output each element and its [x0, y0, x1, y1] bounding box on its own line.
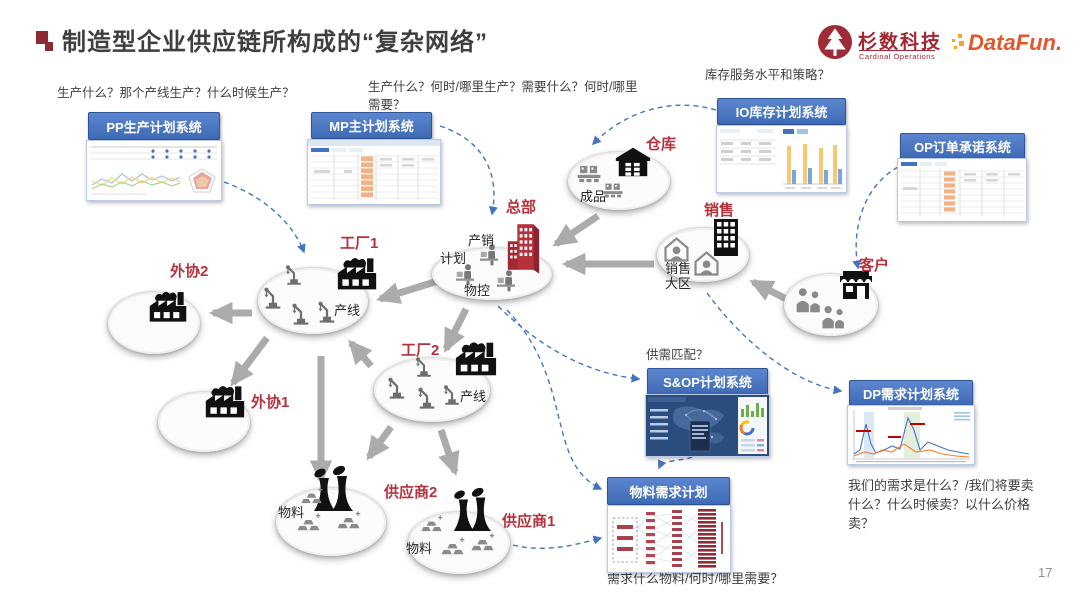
- arrow-factory1-to-outsource1: [230, 335, 270, 387]
- planner-desk-icon: [494, 268, 518, 292]
- system-box-op: OP订单承诺系统: [900, 133, 1025, 159]
- hq-inner-label-1: 产销: [468, 233, 495, 248]
- mrp-screenshot: [607, 505, 731, 573]
- sales-inner-label-2: 大区: [665, 276, 692, 291]
- arrow-factory2-to-supplier1: [437, 428, 460, 476]
- factory-icon: [336, 254, 378, 292]
- mp-screenshot: [307, 139, 441, 205]
- note-pp: 生产什么？那个产线生产？什么时候生产？: [57, 86, 295, 100]
- label-sales: 销售: [704, 202, 735, 219]
- system-box-dp: DP需求计划系统: [849, 380, 973, 406]
- factory1-inner-label: 产线: [334, 303, 361, 318]
- supplier1-inner-label: 物料: [406, 541, 433, 556]
- connector-mp-to-hq: [439, 125, 498, 216]
- label-supplier2: 供应商2: [384, 484, 438, 501]
- node-outsource2: [108, 292, 200, 354]
- page-title: 制造型企业供应链所构成的“复杂网络”: [62, 29, 488, 56]
- node-supplier2: [276, 488, 386, 556]
- label-hq: 总部: [506, 199, 537, 216]
- robot-arm-icon: [384, 374, 410, 400]
- title-bullet-large: [36, 31, 48, 44]
- house-person-icon: [693, 250, 720, 277]
- arrow-warehouse-to-hq: [552, 213, 600, 247]
- materials-icon: [470, 532, 495, 551]
- connector-hq-to-mrp: [506, 309, 603, 490]
- people-icon: [820, 304, 846, 330]
- system-box-pp: PP生产计划系统: [88, 112, 220, 140]
- hq-inner-label-2: 计划: [440, 251, 467, 266]
- io-screenshot: [716, 125, 847, 193]
- note-mrp: 需求什么物料/何时/哪里需要？: [607, 571, 784, 586]
- factory-icon: [148, 286, 188, 326]
- arrow-hq-to-factory1: [375, 277, 440, 304]
- page-number: 17: [1038, 565, 1053, 580]
- arrow-factory2-to-supplier2: [366, 424, 394, 461]
- label-customer: 客户: [859, 257, 890, 274]
- robot-arm-icon: [414, 384, 440, 410]
- label-factory2: 工厂2: [401, 342, 440, 359]
- hq-building-icon: [504, 220, 542, 274]
- cooling-towers-icon: [450, 486, 492, 532]
- note-mp: 生产什么？何时/哪里生产？需要什么？何时/哪里需要？: [368, 80, 638, 113]
- cardinal-operations-logo-subtitle: Cardinal Operations: [859, 50, 936, 61]
- title-bullet-small: [45, 42, 53, 51]
- materials-icon: [420, 514, 443, 532]
- robot-arm-icon: [282, 262, 306, 286]
- label-outsource1: 外协1: [251, 394, 290, 411]
- system-box-mp: MP主计划系统: [311, 112, 432, 139]
- connector-hq-to-sop: [497, 305, 641, 383]
- note-io: 库存服务水平和策略？: [705, 68, 831, 82]
- op-screenshot: [897, 158, 1027, 222]
- dp-screenshot: [847, 405, 975, 465]
- pallet-icon: [576, 164, 602, 184]
- cardinal-operations-logo-icon: [818, 25, 852, 59]
- connector-pp-to-factory1: [223, 181, 306, 254]
- sales-inner-label-1: 销售: [665, 261, 692, 276]
- people-icon: [794, 286, 822, 314]
- materials-icon: [440, 536, 465, 555]
- note-sop: 供需匹配？: [646, 348, 709, 362]
- note-dp: 我们的需求是什么？/我们将要卖什么？什么时候卖？以什么价格卖？: [848, 478, 1034, 531]
- connector-op-to-customer: [852, 166, 899, 270]
- system-box-io: IO库存计划系统: [717, 98, 846, 125]
- robot-arm-icon: [260, 284, 286, 310]
- pp-screenshot: [86, 140, 222, 201]
- label-warehouse: 仓库: [646, 136, 677, 153]
- factory2-inner-label: 产线: [460, 389, 487, 404]
- materials-icon: [336, 510, 361, 529]
- system-box-mrp: 物料需求计划: [607, 477, 730, 505]
- connector-supplier1-to-mrp: [512, 535, 603, 550]
- house-person-icon: [663, 236, 690, 263]
- datafun-logo-dots: [950, 34, 966, 50]
- label-supplier1: 供应商1: [502, 513, 556, 530]
- robot-arm-icon: [288, 300, 314, 326]
- label-factory1: 工厂1: [340, 235, 379, 252]
- factory-icon: [454, 338, 498, 378]
- system-box-sop: S&OP计划系统: [647, 368, 768, 395]
- warehouse-inner-label: 成品: [580, 189, 607, 204]
- label-outsource2: 外协2: [170, 263, 209, 280]
- hq-inner-label-3: 物控: [464, 283, 491, 298]
- connector-sop-to-mrp: [657, 456, 693, 470]
- sop-screenshot: [645, 394, 770, 457]
- arrow-factory2-to-factory1: [348, 339, 374, 369]
- supplier2-inner-label: 物料: [278, 505, 305, 520]
- cardinal-operations-logo-name: 杉数科技: [858, 32, 943, 53]
- pine-tree-icon: [818, 25, 852, 59]
- factory-icon: [204, 382, 246, 420]
- datafun-logo-text: DataFun.: [968, 30, 1063, 55]
